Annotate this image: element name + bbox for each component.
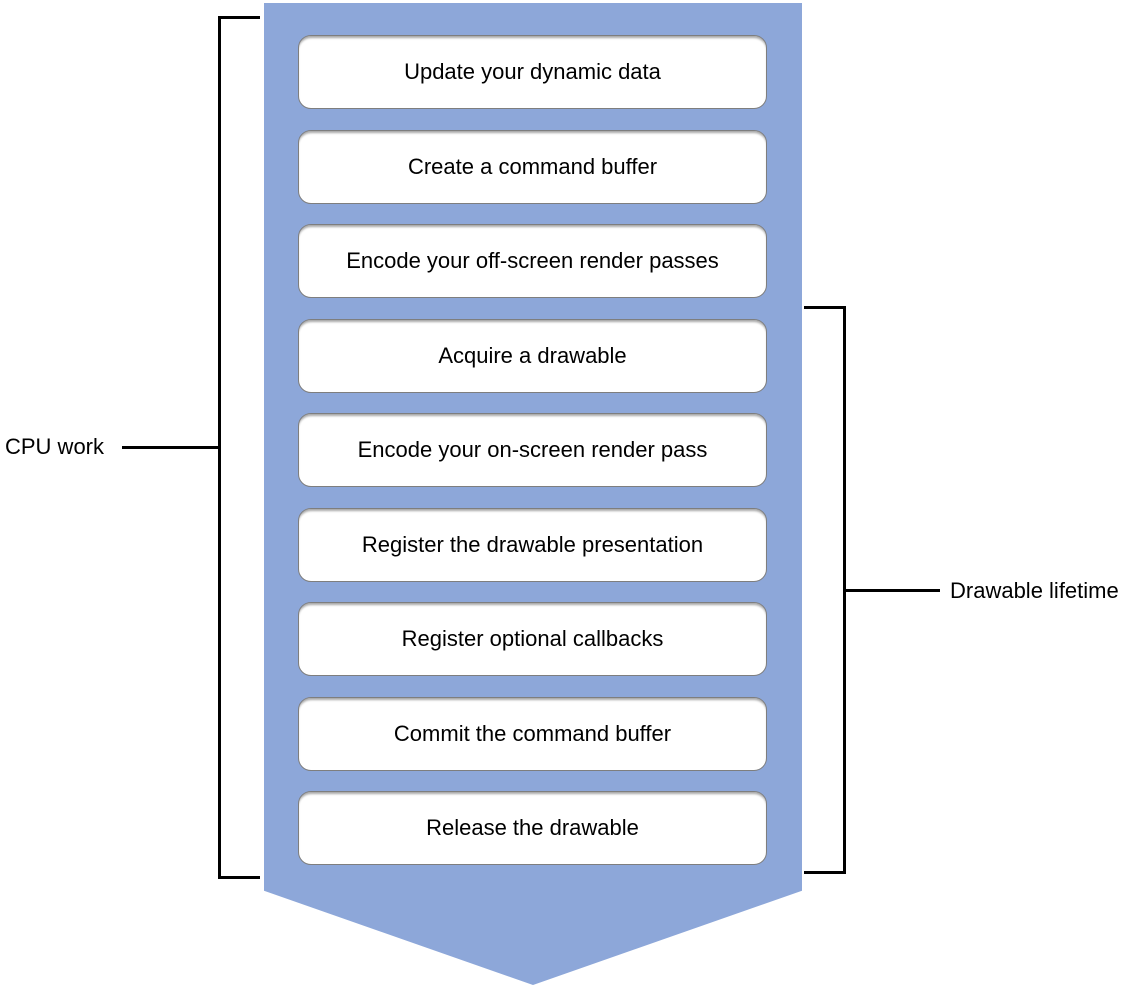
flow-step-box-commit-command-buffer: Commit the command buffer [298, 697, 767, 771]
drawable-lifetime-bracket-bottom-tick [804, 871, 846, 874]
cpu-work-connector-line [122, 446, 218, 449]
flow-step-box-encode-offscreen-passes: Encode your off-screen render passes [298, 224, 767, 298]
flow-step-label: Encode your on-screen render pass [357, 437, 708, 462]
cpu-work-bracket-top-tick [218, 16, 260, 19]
drawable-lifetime-label: Drawable lifetime [950, 578, 1119, 603]
drawable-lifetime-connector-line [846, 589, 940, 592]
flow-step-box-release-drawable: Release the drawable [298, 791, 767, 865]
cpu-work-bracket-bottom-tick [218, 876, 260, 879]
flow-step-box-create-command-buffer: Create a command buffer [298, 130, 767, 204]
flow-step-label: Create a command buffer [407, 154, 658, 179]
flow-step-label: Register the drawable presentation [361, 532, 704, 557]
flow-step-box-update-dynamic-data: Update your dynamic data [298, 35, 767, 109]
flow-step-label: Acquire a drawable [438, 343, 627, 368]
flow-step-label: Update your dynamic data [404, 59, 661, 84]
flow-step-label: Encode your off-screen render passes [346, 248, 719, 273]
flow-step-label: Commit the command buffer [393, 721, 672, 746]
flow-step-box-acquire-drawable: Acquire a drawable [298, 319, 767, 393]
flow-step-label: Release the drawable [426, 815, 639, 840]
flow-step-label: Register optional callbacks [401, 626, 664, 651]
flow-step-box-register-presentation: Register the drawable presentation [298, 508, 767, 582]
cpu-work-bracket-vertical-line [218, 16, 221, 879]
cpu-work-label: CPU work [5, 434, 105, 459]
flow-step-box-register-callbacks: Register optional callbacks [298, 602, 767, 676]
flow-step-box-encode-onscreen-pass: Encode your on-screen render pass [298, 413, 767, 487]
drawable-lifetime-bracket-top-tick [804, 306, 846, 309]
drawable-lifetime-bracket-vertical-line [843, 306, 846, 874]
